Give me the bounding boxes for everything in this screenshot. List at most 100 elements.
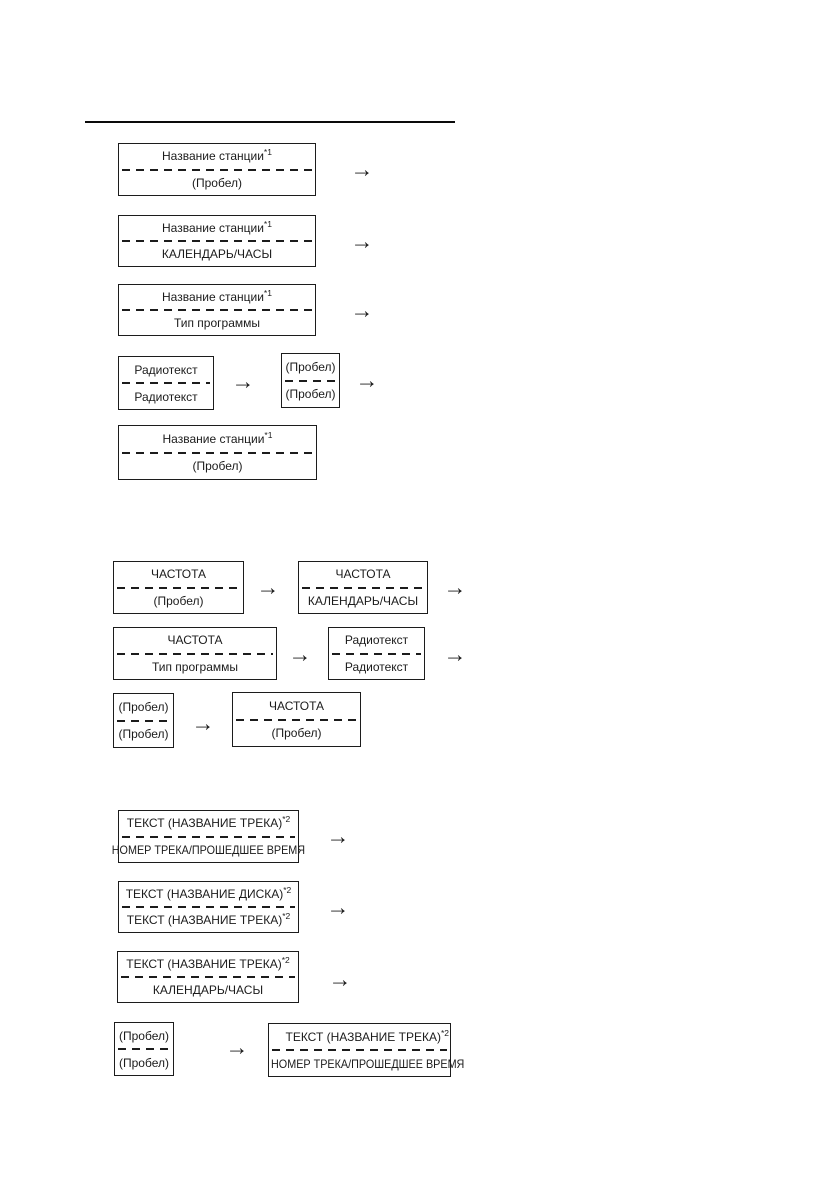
display-line-1: (Пробел) (115, 1023, 173, 1048)
display-text: Название станции (162, 290, 264, 304)
display-text: ТЕКСТ (НАЗВАНИЕ ТРЕКА) (126, 957, 282, 971)
dashed-divider (117, 719, 170, 722)
display-text: (Пробел) (285, 359, 336, 374)
display-line-2: (Пробел) (233, 721, 360, 747)
dashed-divider (122, 451, 313, 454)
box-station-name-space: Название станции*1 (Пробел) (118, 143, 316, 196)
display-line-1: Название станции*1 (162, 288, 272, 304)
display-text: Тип программы (151, 659, 239, 674)
section-divider (85, 121, 455, 123)
dashed-divider (285, 379, 336, 382)
dashed-divider (117, 652, 273, 655)
dashed-divider (121, 976, 295, 978)
box-radiotext: Радиотекст Радиотекст (328, 627, 425, 680)
next-arrow-icon: → (326, 822, 350, 849)
display-line-1: (Пробел) (282, 354, 339, 380)
dashed-divider (236, 718, 357, 721)
display-line-1: ЧАСТОТА (114, 562, 243, 587)
next-arrow-icon: → (443, 640, 467, 667)
display-line-1: ТЕКСТ (НАЗВАНИЕ ТРЕКА)*2 (126, 814, 291, 831)
display-text: Название станции (162, 149, 264, 164)
display-line-2: НОМЕР ТРЕКА/ПРОШЕДШЕЕ ВРЕМЯ (112, 838, 305, 863)
display-line-2: Тип программы (114, 655, 276, 680)
next-arrow-icon: → (443, 573, 467, 600)
next-arrow-icon: → (256, 573, 280, 600)
box-track-title-calendar-clock: ТЕКСТ (НАЗВАНИЕ ТРЕКА)*2 КАЛЕНДАРЬ/ЧАСЫ (117, 951, 299, 1003)
dashed-divider (332, 652, 421, 655)
display-text: Радиотекст (344, 659, 409, 674)
dashed-divider (122, 168, 312, 171)
display-line-2: КАЛЕНДАРЬ/ЧАСЫ (119, 242, 315, 266)
display-text: (Пробел) (192, 175, 242, 190)
dashed-divider (122, 835, 295, 838)
display-text: ЧАСТОТА (335, 567, 391, 582)
box-disc-title-track-title: ТЕКСТ (НАЗВАНИЕ ДИСКА)*2 ТЕКСТ (НАЗВАНИЕ… (118, 881, 299, 933)
display-line-2: Радиотекст (119, 384, 213, 409)
display-line-1: Название станции*1 (162, 429, 273, 446)
box-frequency-space-return: ЧАСТОТА (Пробел) (232, 692, 361, 747)
next-arrow-icon: → (231, 367, 255, 394)
dashed-divider (122, 309, 312, 311)
next-arrow-icon: → (350, 155, 374, 182)
display-text: (Пробел) (118, 727, 169, 742)
display-text: Название станции (162, 221, 264, 235)
display-text: ТЕКСТ (НАЗВАНИЕ ТРЕКА) (126, 816, 283, 831)
display-line-1: ТЕКСТ (НАЗВАНИЕ ТРЕКА)*2 (126, 955, 290, 971)
display-text: (Пробел) (118, 699, 169, 714)
next-arrow-icon: → (350, 227, 374, 254)
display-text: НОМЕР ТРЕКА/ПРОШЕДШЕЕ ВРЕМЯ (271, 1056, 465, 1071)
display-line-1: Радиотекст (119, 357, 213, 382)
display-text: ЧАСТОТА (167, 633, 223, 648)
display-line-2: КАЛЕНДАРЬ/ЧАСЫ (118, 978, 298, 1002)
display-line-1: ЧАСТОТА (233, 693, 360, 719)
box-track-title-track-number-time-return: ТЕКСТ (НАЗВАНИЕ ТРЕКА)*2 НОМЕР ТРЕКА/ПРО… (268, 1023, 464, 1077)
display-line-2: (Пробел) (282, 382, 339, 408)
display-line-2: Радиотекст (329, 655, 424, 680)
display-text: Радиотекст (134, 362, 198, 377)
next-arrow-icon: → (355, 366, 379, 393)
display-line-2: (Пробел) (114, 722, 173, 748)
display-line-2: НОМЕР ТРЕКА/ПРОШЕДШЕЕ ВРЕМЯ (269, 1051, 464, 1076)
box-station-name-space-return: Название станции*1 (Пробел) (118, 425, 317, 480)
next-arrow-icon: → (328, 965, 352, 992)
dashed-divider (122, 382, 210, 384)
display-text: (Пробел) (119, 1028, 169, 1043)
display-line-2: (Пробел) (119, 454, 316, 480)
box-space-space: (Пробел) (Пробел) (114, 1022, 174, 1076)
display-text: ТЕКСТ (НАЗВАНИЕ ТРЕКА) (285, 1029, 441, 1044)
box-radiotext: Радиотекст Радиотекст (118, 356, 214, 410)
next-arrow-icon: → (225, 1033, 249, 1060)
box-frequency-calendar-clock: ЧАСТОТА КАЛЕНДАРЬ/ЧАСЫ (298, 561, 428, 614)
display-text: ЧАСТОТА (150, 567, 207, 582)
display-text: (Пробел) (192, 459, 243, 474)
display-text: (Пробел) (271, 726, 322, 741)
next-arrow-icon: → (191, 709, 215, 736)
display-line-1: Название станции*1 (162, 219, 272, 235)
box-space-space: (Пробел) (Пробел) (281, 353, 340, 408)
display-text: КАЛЕНДАРЬ/ЧАСЫ (152, 983, 264, 997)
display-text: ТЕКСТ (НАЗВАНИЕ ТРЕКА) (126, 913, 283, 927)
dashed-divider (118, 1048, 170, 1050)
dashed-divider (122, 240, 312, 242)
display-line-1: ТЕКСТ (НАЗВАНИЕ ДИСКА)*2 (125, 885, 292, 901)
next-arrow-icon: → (288, 640, 312, 667)
display-text: (Пробел) (153, 593, 204, 608)
next-arrow-icon: → (326, 893, 350, 920)
box-station-name-calendar-clock: Название станции*1 КАЛЕНДАРЬ/ЧАСЫ (118, 215, 316, 267)
display-line-2: КАЛЕНДАРЬ/ЧАСЫ (299, 589, 427, 614)
dashed-divider (302, 586, 424, 589)
dashed-divider (117, 586, 240, 589)
box-space-space: (Пробел) (Пробел) (113, 693, 174, 748)
display-text: КАЛЕНДАРЬ/ЧАСЫ (307, 593, 419, 608)
display-text: Радиотекст (344, 633, 409, 648)
display-text: КАЛЕНДАРЬ/ЧАСЫ (161, 247, 273, 261)
next-arrow-icon: → (350, 296, 374, 323)
display-line-1: ЧАСТОТА (299, 562, 427, 587)
display-line-1: ЧАСТОТА (114, 628, 276, 653)
display-text: ТЕКСТ (НАЗВАНИЕ ДИСКА) (125, 887, 284, 901)
display-line-1: ТЕКСТ (НАЗВАНИЕ ТРЕКА)*2 (285, 1027, 449, 1044)
display-text: ЧАСТОТА (268, 698, 325, 713)
display-line-2: Тип программы (119, 311, 315, 335)
display-text: (Пробел) (119, 1055, 169, 1070)
